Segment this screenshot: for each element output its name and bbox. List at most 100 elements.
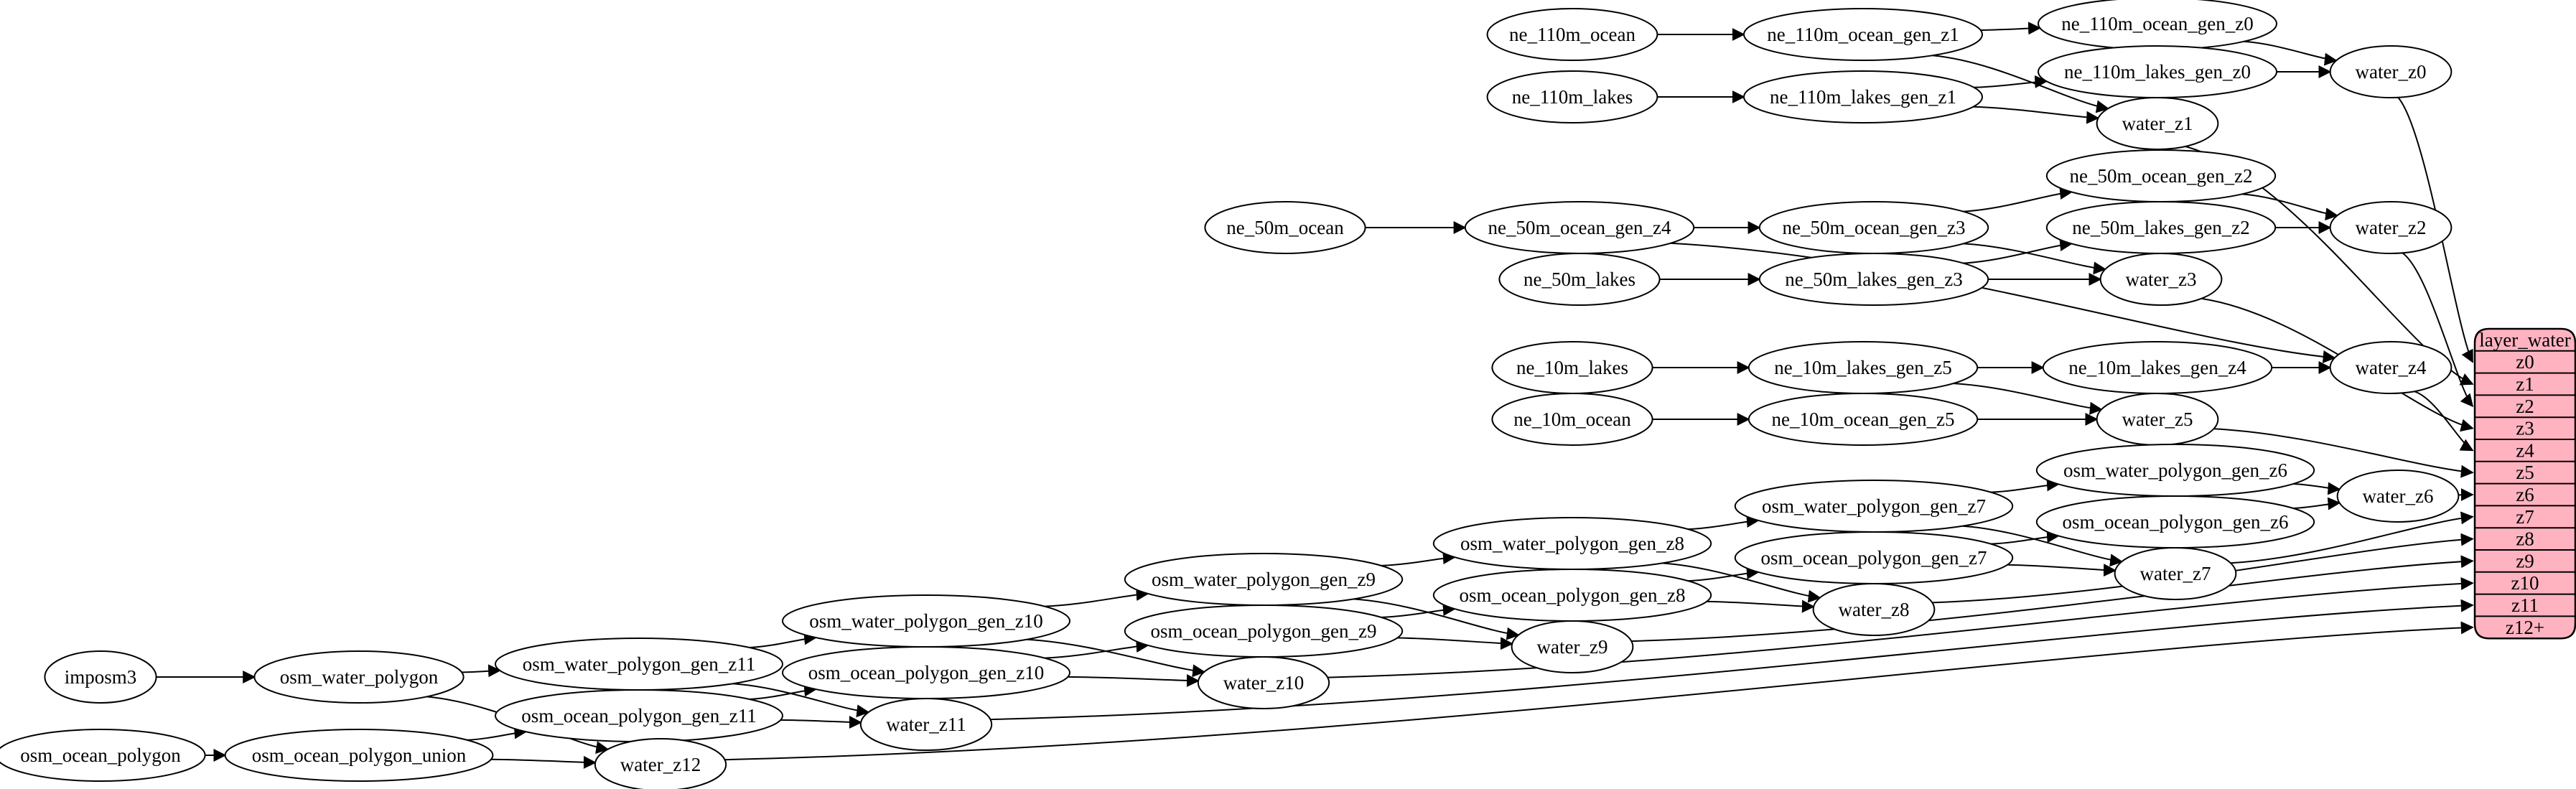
node-osm_water_polygon_gen_z10: osm_water_polygon_gen_z10: [782, 594, 1070, 648]
edge-osm_ocean_polygon_gen_z7-to-osm_ocean_polygon_gen_z6: [1990, 530, 2060, 545]
node-ne_110m_lakes_gen_z1: ne_110m_lakes_gen_z1: [1743, 70, 1983, 123]
node-ellipse-water_z10: [1197, 656, 1330, 709]
node-label-ne_50m_ocean_gen_z2: ne_50m_ocean_gen_z2: [2070, 165, 2253, 187]
edge-water_z2-to-layer_water-z2: [2402, 252, 2474, 408]
node-osm_water_polygon_gen_z6: osm_water_polygon_gen_z6: [2035, 444, 2315, 497]
node-ne_10m_ocean_gen_z5: ne_10m_ocean_gen_z5: [1747, 393, 1979, 446]
node-ellipse-ne_50m_ocean: [1204, 201, 1366, 254]
node-osm_water_polygon: osm_water_polygon: [253, 650, 465, 704]
node-ne_10m_lakes: ne_10m_lakes: [1491, 341, 1653, 394]
node-label-water_z0: water_z0: [2356, 61, 2427, 83]
edge-osm_ocean_polygon_gen_z8-to-water_z8: [1707, 599, 1815, 613]
node-label-osm_water_polygon_gen_z8: osm_water_polygon_gen_z8: [1460, 533, 1684, 554]
node-label-water_z10: water_z10: [1223, 672, 1304, 694]
node-ne_50m_lakes_gen_z2: ne_50m_lakes_gen_z2: [2045, 201, 2277, 254]
node-label-water_z9: water_z9: [1537, 636, 1608, 658]
node-osm_ocean_polygon_gen_z8: osm_ocean_polygon_gen_z8: [1432, 569, 1712, 622]
node-ne_110m_lakes: ne_110m_lakes: [1486, 70, 1658, 123]
edge-osm_water_polygon_gen_z8-to-water_z8: [1662, 562, 1821, 603]
node-ne_50m_ocean_gen_z2: ne_50m_ocean_gen_z2: [2045, 149, 2277, 202]
edge-water_z10-to-layer_water-z10: [1327, 576, 2474, 678]
node-ne_50m_lakes_gen_z3: ne_50m_lakes_gen_z3: [1758, 253, 1989, 306]
edge-ne_50m_ocean_gen_z3-to-water_z3: [1963, 243, 2106, 275]
node-water_z7: water_z7: [2114, 547, 2237, 600]
edge-osm_ocean_polygon_gen_z9-to-osm_ocean_polygon_gen_z8: [1381, 603, 1456, 618]
node-label-ne_110m_ocean: ne_110m_ocean: [1509, 24, 1635, 45]
edge-ne_50m_ocean_gen_z4-to-water_z4: [1670, 242, 2336, 363]
node-label-osm_ocean_polygon_union: osm_ocean_polygon_union: [252, 744, 467, 766]
node-ne_10m_lakes_gen_z5: ne_10m_lakes_gen_z5: [1747, 341, 1979, 394]
node-label-ne_10m_lakes_gen_z4: ne_10m_lakes_gen_z4: [2068, 357, 2246, 378]
edge-osm_ocean_polygon_gen_z7-to-water_z7: [2007, 564, 2117, 577]
node-osm_ocean_polygon_gen_z9: osm_ocean_polygon_gen_z9: [1124, 604, 1404, 658]
node-ellipse-water_z12: [594, 738, 727, 789]
node-osm_ocean_polygon_gen_z7: osm_ocean_polygon_gen_z7: [1734, 531, 2014, 584]
layer-water-table-header: layer_water: [2479, 329, 2570, 350]
node-osm_ocean_polygon_gen_z6: osm_ocean_polygon_gen_z6: [2035, 495, 2315, 548]
edge-water_z7-to-layer_water-z7: [2230, 511, 2474, 564]
edge-ne_50m_ocean_gen_z2-to-water_z2: [2241, 193, 2339, 221]
edge-water_z4-to-layer_water-z4: [2414, 391, 2474, 452]
node-label-water_z3: water_z3: [2126, 269, 2197, 290]
node-water_z4: water_z4: [2329, 341, 2453, 394]
table-row-z5: z5: [2516, 462, 2534, 483]
node-label-ne_50m_lakes_gen_z2: ne_50m_lakes_gen_z2: [2072, 217, 2249, 238]
node-ne_50m_lakes: ne_50m_lakes: [1498, 253, 1661, 306]
table-row-z0: z0: [2516, 351, 2534, 373]
table-row-z7: z7: [2516, 506, 2534, 528]
node-label-ne_50m_ocean_gen_z4: ne_50m_ocean_gen_z4: [1488, 217, 1671, 238]
node-osm_ocean_polygon: osm_ocean_polygon: [0, 729, 206, 782]
edge-osm_ocean_polygon_gen_z6-to-water_z6: [2292, 497, 2341, 510]
node-label-water_z2: water_z2: [2356, 217, 2427, 238]
node-osm_ocean_polygon_gen_z11: osm_ocean_polygon_gen_z11: [495, 689, 783, 742]
node-label-ne_10m_lakes: ne_10m_lakes: [1516, 357, 1628, 378]
node-ellipse-ne_110m_lakes: [1486, 70, 1658, 123]
node-ellipse-ne_110m_lakes_gen_z1: [1743, 70, 1983, 123]
edge-ne_110m_lakes_gen_z1-to-ne_110m_lakes_gen_z0: [1974, 75, 2048, 88]
table-row-z8: z8: [2516, 528, 2534, 550]
node-label-ne_10m_lakes_gen_z5: ne_10m_lakes_gen_z5: [1774, 357, 1951, 378]
node-label-ne_50m_ocean_gen_z3: ne_50m_ocean_gen_z3: [1783, 217, 1966, 238]
edge-ne_110m_ocean_gen_z0-to-water_z0: [2244, 40, 2338, 66]
node-label-ne_10m_ocean_gen_z5: ne_10m_ocean_gen_z5: [1772, 408, 1955, 430]
edge-ne_50m_lakes_gen_z3-to-ne_50m_lakes_gen_z2: [1963, 238, 2073, 264]
edge-water_z12-to-layer_water-z12+: [724, 621, 2474, 761]
edges-layer: [156, 22, 2474, 769]
node-label-osm_water_polygon_gen_z11: osm_water_polygon_gen_z11: [523, 653, 755, 675]
edge-osm_ocean_polygon_gen_z10-to-osm_ocean_polygon_gen_z9: [1044, 639, 1149, 659]
node-ellipse-water_z11: [859, 698, 993, 751]
edge-osm_ocean_polygon_gen_z10-to-water_z10: [1068, 674, 1200, 688]
node-water_z2: water_z2: [2329, 201, 2453, 254]
node-label-osm_water_polygon: osm_water_polygon: [280, 666, 439, 688]
table-row-z4: z4: [2516, 439, 2534, 461]
edge-osm_water_polygon_gen_z11-to-osm_water_polygon_gen_z10: [749, 632, 818, 648]
node-ellipse-water_z4: [2329, 341, 2453, 394]
node-label-osm_ocean_polygon_gen_z6: osm_ocean_polygon_gen_z6: [2063, 511, 2289, 533]
edge-osm_water_polygon_gen_z8-to-osm_water_polygon_gen_z7: [1687, 515, 1760, 531]
node-label-imposm3: imposm3: [65, 666, 137, 688]
node-label-water_z6: water_z6: [2363, 485, 2434, 507]
node-water_z1: water_z1: [2096, 97, 2219, 150]
node-osm_water_polygon_gen_z11: osm_water_polygon_gen_z11: [495, 638, 783, 691]
node-label-water_z7: water_z7: [2140, 563, 2211, 584]
table-row-z12+: z12+: [2506, 617, 2544, 638]
edge-osm_ocean_polygon_union-to-osm_ocean_polygon_gen_z11: [467, 726, 528, 741]
node-ellipse-water_z0: [2329, 45, 2453, 98]
node-label-water_z4: water_z4: [2356, 357, 2427, 378]
node-ne_50m_ocean_gen_z3: ne_50m_ocean_gen_z3: [1758, 201, 1989, 254]
node-label-water_z1: water_z1: [2122, 113, 2193, 134]
node-ellipse-osm_water_polygon: [253, 650, 465, 704]
node-ne_50m_ocean: ne_50m_ocean: [1204, 201, 1366, 254]
node-water_z8: water_z8: [1812, 583, 1936, 636]
node-ellipse-ne_50m_lakes_gen_z3: [1758, 253, 1989, 306]
node-label-osm_water_polygon_gen_z7: osm_water_polygon_gen_z7: [1762, 495, 1986, 517]
edge-osm_water_polygon_gen_z9-to-water_z9: [1353, 598, 1520, 640]
edge-ne_110m_lakes_gen_z1-to-water_z1: [1973, 106, 2100, 124]
edge-water_z5-to-layer_water-z5: [2213, 428, 2474, 478]
node-water_z11: water_z11: [859, 698, 993, 751]
edge-osm_water_polygon_gen_z11-to-water_z11: [732, 683, 870, 718]
table-row-z6: z6: [2516, 484, 2534, 505]
node-imposm3: imposm3: [44, 650, 157, 704]
edge-ne_110m_ocean_gen_z1-to-ne_110m_ocean_gen_z0: [1980, 22, 2042, 35]
edge-osm_ocean_polygon_gen_z11-to-osm_ocean_polygon_gen_z10: [749, 683, 818, 700]
